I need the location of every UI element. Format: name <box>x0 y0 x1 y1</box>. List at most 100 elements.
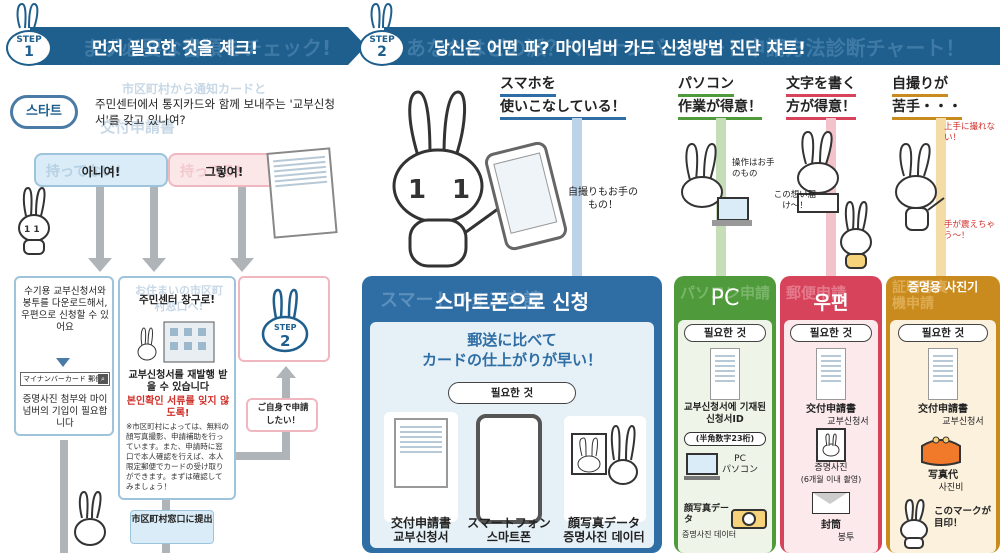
connector <box>150 187 158 259</box>
connector <box>60 440 68 553</box>
bunny-mascot-icon <box>840 200 872 269</box>
bunny-mascot-icon <box>74 490 106 546</box>
photo-column-title: 증명용 사진기 <box>907 280 979 294</box>
coin-purse-icon <box>921 436 961 466</box>
download-card: 수기용 교부신청서와 봉투를 다운로드해서, 우편으로 신청할 수 있어요 マイ… <box>14 276 114 436</box>
start-pill: 스타트 <box>10 95 78 129</box>
photo-note1: 上手に撮れない！ <box>944 122 996 143</box>
chevron-down-icon <box>56 358 70 367</box>
application-form-icon <box>928 348 958 400</box>
connector-arrow <box>88 258 112 272</box>
topic-photo: 自撮りが 苦手・・・ <box>892 74 962 120</box>
search-input[interactable]: マイナンバーカード 郵便 ⌕ <box>20 372 110 386</box>
answer-no: 아니여! <box>81 165 121 179</box>
answer-yes: 그렇여! <box>204 165 244 179</box>
connector <box>236 452 290 460</box>
bunny-with-phone-illustration: 1 1 <box>392 90 503 268</box>
mail-item2: 증명사진(6개월 이내 촬영) <box>800 463 862 484</box>
svg-text:STEP: STEP <box>274 323 297 332</box>
item-face-photo <box>564 416 646 522</box>
svg-text:2: 2 <box>280 332 290 350</box>
pc-id-tag: (半角数字23桁) <box>684 432 766 446</box>
bunny-mark-icon <box>900 498 928 549</box>
svg-text:1 1: 1 1 <box>24 225 40 235</box>
step2-link-card[interactable]: STEP 2 <box>238 276 330 362</box>
office-card-warning: 본인확인 서류를 잊지 않도록! <box>126 396 230 419</box>
svg-text:1: 1 <box>452 175 470 205</box>
smartphone-column: スマートフォン申請 스마트폰으로 신청 郵送に比べてカードの仕上がりが早い！ 필… <box>362 276 662 553</box>
step2-header-bar: あなたはどの派？マイナンバーカード申請方法診断チャート！ 당신은 어떤 파? 마… <box>384 27 1000 65</box>
office-card-note: ※市区町村によっては、無料の顔写真撮影、申請補助を行っています。また、申請時に窓… <box>126 422 230 491</box>
step2-bunny-icon: STEP 2 <box>261 288 309 353</box>
topic-mail: 文字を書く 方が得意！ <box>786 74 856 120</box>
search-icon[interactable]: ⌕ <box>98 374 108 384</box>
bunny-nervous-illustration <box>895 142 945 231</box>
answer-no-box: 持ってない! 아니여! <box>34 153 168 187</box>
connector <box>96 187 104 259</box>
envelope-icon <box>812 492 850 514</box>
smartphone-icon <box>476 414 542 524</box>
pc-column: パソコン申請 PC 필요한 것 교부신청서에 기재된 신청서ID (半角数字23… <box>674 276 776 553</box>
svg-text:1: 1 <box>408 175 426 205</box>
download-card-text: 수기용 교부신청서와 봉투를 다운로드해서, 우편으로 신청할 수 있어요 <box>21 286 109 333</box>
photo-need-pill: 필요한 것 <box>898 324 988 342</box>
connector <box>572 118 582 278</box>
camera-icon <box>731 509 767 529</box>
step1-ghost-title: まず必要な書類をチェック! <box>82 36 332 60</box>
bunny-mascot-icon: 1 1 <box>18 186 50 255</box>
connector-arrow <box>142 258 166 272</box>
start-ghost-line1: 市区町村から通知カードと <box>122 82 267 96</box>
smartphone-column-title: 스마트폰으로 신청 <box>434 290 590 314</box>
bunny-writing-illustration <box>797 130 839 213</box>
pc-item3: 顔写真データ <box>684 504 730 525</box>
self-apply-box: ご自身で申請したい！ <box>246 398 318 432</box>
connector <box>238 187 246 259</box>
pc-column-title: PC <box>710 286 740 311</box>
mail-column-title: 우편 <box>813 292 849 314</box>
smartphone-note: 自撮りもお手のもの！ <box>568 187 638 211</box>
pc-item1: 교부신청서에 기재된 신청서ID <box>684 402 766 425</box>
bunny-photo-icon <box>571 424 638 485</box>
self-apply-text: ご自身で申請したい！ <box>257 403 309 426</box>
bunny-ears-icon <box>16 2 39 29</box>
mail-need-pill: 필요한 것 <box>790 324 872 342</box>
connector <box>936 118 946 278</box>
step2-title: 당신은 어떤 파? 마이넘버 카드 신청방법 진단 챠트! <box>434 39 806 59</box>
download-card-text2: 증명사진 첨부와 마이넘버의 기입이 필요합니다 <box>22 394 108 429</box>
photo-mark-note: このマークが目印！ <box>934 506 992 529</box>
smartphone-subtitle: 郵送に比べてカードの仕上がりが早い！ <box>421 331 602 369</box>
application-form-icon <box>816 348 846 400</box>
office-card: お住まいの市区町村窓口へ! 주민센터 창구로! 교부신청서를 재발행 받을 수 … <box>118 276 236 500</box>
city-hall-icon <box>137 321 215 363</box>
mail-note: この想い届け～！ <box>773 190 817 211</box>
connector-arrow <box>230 258 254 272</box>
topic-pc: パソコン 作業が得意！ <box>678 74 762 120</box>
office-card-text: 교부신청서를 재발행 받을 수 있습니다 <box>128 370 228 393</box>
computer-icon <box>684 453 720 480</box>
topic-smartphone: スマホを 使いこなしている！ <box>500 74 626 120</box>
application-form-icon <box>394 418 448 488</box>
id-photo-icon <box>816 428 846 462</box>
answer-yes-box: 持ってる! 그렇여! <box>168 153 280 187</box>
bunny-ears-icon <box>370 2 393 29</box>
pc-note: 操作はお手のもの <box>732 158 775 179</box>
office-card-title: 주민센터 창구로! <box>138 294 216 306</box>
office-submit-box: 市区町村窓口に提出 <box>130 510 214 544</box>
item-application-form <box>384 412 458 522</box>
start-ghost-line2: 交付申請書 <box>100 118 176 136</box>
